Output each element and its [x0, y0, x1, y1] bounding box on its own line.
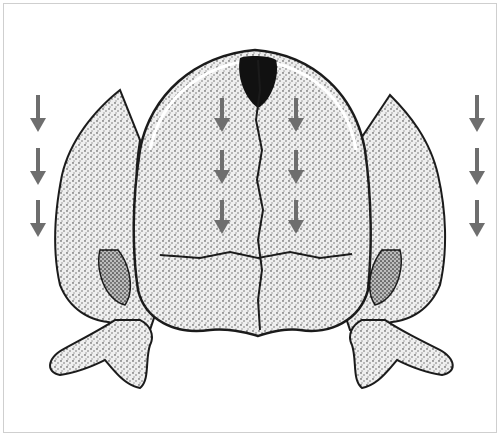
arrow-icon [469, 95, 485, 132]
arrow-icon [469, 200, 485, 237]
arrow-icon [30, 95, 46, 132]
left-process [50, 320, 152, 388]
arrow-icon [30, 200, 46, 237]
right-process [350, 320, 453, 388]
arrow-group-right [469, 95, 485, 237]
skull-body [50, 50, 453, 388]
arrow-group-left [30, 95, 46, 237]
arrow-icon [469, 148, 485, 185]
arrow-icon [30, 148, 46, 185]
